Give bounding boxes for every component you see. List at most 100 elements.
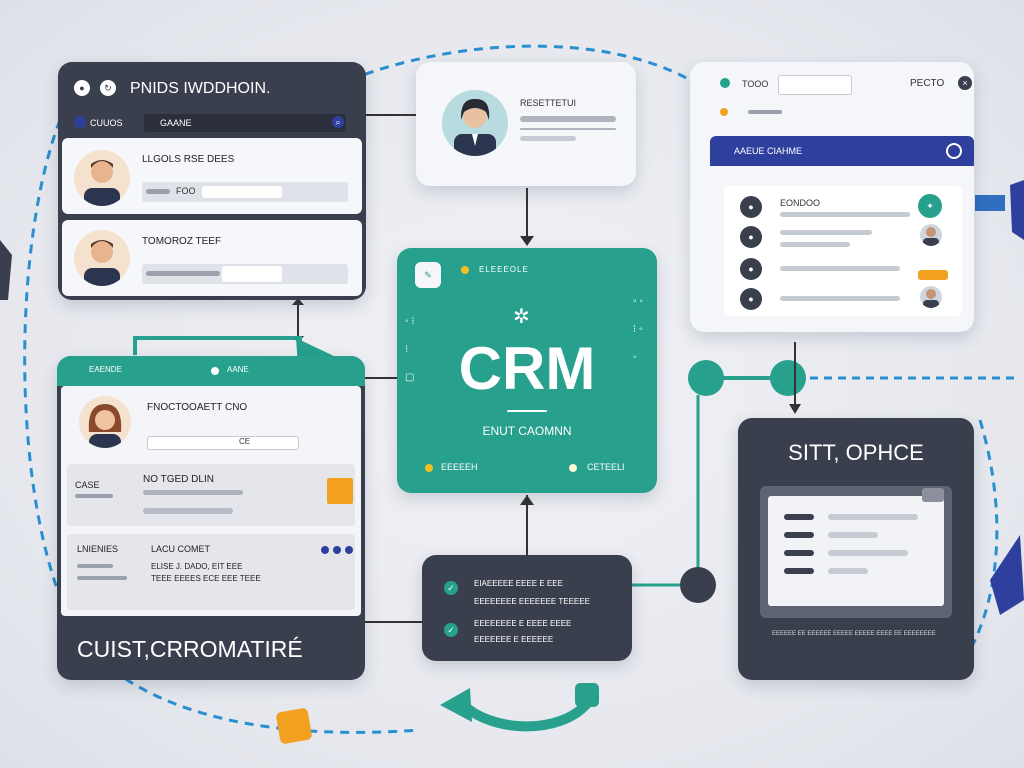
activity-line: EIAEEEEE EEEE E EEE — [474, 579, 563, 588]
hub-sparkle-icon: ✲ — [513, 306, 530, 328]
customer-row-line: TEEE EEEES ECE EEE TEEE — [151, 574, 261, 583]
tab-cuuos[interactable]: CUUOS — [90, 118, 123, 128]
settings-tag — [918, 270, 948, 280]
sales-tag — [922, 488, 944, 502]
clock-icon[interactable] — [946, 143, 962, 159]
customer-row[interactable]: LNIENIES LACU COMET ELISE J. DADO, EIT E… — [67, 534, 355, 610]
customer-row[interactable]: CASE NO TGED DLIN — [67, 464, 355, 526]
search-icon[interactable]: ⌕ — [332, 116, 344, 128]
customer-row-line: ELISE J. DADO, EIT EEE — [151, 562, 243, 571]
customer-tab-right[interactable]: AANE — [227, 365, 249, 374]
field-line — [146, 189, 170, 194]
teal-check-icon: ✓ — [444, 581, 458, 595]
contact-row[interactable]: TOMOROZ TEEF — [62, 220, 362, 296]
hub-title: CRM — [458, 335, 596, 402]
sales-caption: EEEEEE EE EEEEEE EEEEE EEEEE EEEE EE EEE… — [772, 631, 936, 637]
list-icon[interactable]: ● — [740, 226, 762, 248]
settings-list: ● EONDOO ✦ ● ● ● — [724, 186, 962, 316]
customer-line — [75, 494, 113, 498]
avatar — [920, 286, 942, 308]
hub-side-icons-right: ▫ ◦ ⁝ ◦ ◦ — [633, 296, 643, 363]
sales-line — [784, 550, 814, 556]
field-line — [202, 186, 282, 198]
contact-name: LLGOLS RSE DEES — [142, 154, 235, 165]
settings-line — [780, 296, 900, 301]
customer-line — [77, 576, 127, 580]
settings-label-left: TOOO — [742, 79, 769, 89]
contact-row[interactable]: LLGOLS RSE DEES FOO — [62, 138, 362, 214]
sales-screen-inner — [768, 496, 944, 606]
dot-icon — [425, 464, 433, 472]
profile-card[interactable]: RESETTETUI — [416, 62, 636, 186]
menu-icon[interactable]: ● — [74, 80, 90, 96]
teal-badge-icon[interactable]: ✦ — [918, 194, 942, 218]
profile-line — [520, 136, 576, 141]
avatar — [920, 224, 942, 246]
activity-line: EEEEEEEE E EEEE EEEE — [474, 619, 572, 628]
dot-icon — [720, 78, 730, 88]
customer-tab-left[interactable]: EAENDE — [89, 365, 122, 374]
dot-icon — [321, 546, 329, 554]
settings-label-right: PECTO — [910, 78, 945, 89]
hub-side-icons-left: ◦ ⁝ ⁝ ▢ — [405, 316, 415, 383]
list-icon[interactable]: ● — [740, 196, 762, 218]
dot-icon — [333, 546, 341, 554]
activity-line: EEEEEEE E EEEEEE — [474, 635, 554, 644]
contacts-title: PNIDS IWDDHOIN. — [130, 80, 271, 97]
hub-bottom-left: EEEEEH — [441, 462, 478, 472]
sales-title: SITT, OPHCE — [788, 440, 924, 465]
customer-row-label: CASE — [75, 480, 100, 490]
activity-line: EEEEEEEE EEEEEEE TEEEEE — [474, 597, 590, 606]
customer-line — [143, 490, 243, 495]
settings-input[interactable] — [778, 75, 852, 95]
avatar — [74, 150, 130, 206]
customer-row-label: LNIENIES — [77, 544, 119, 554]
sales-line — [784, 514, 814, 520]
settings-line — [780, 242, 850, 247]
customer-field-btn[interactable]: CE — [239, 437, 251, 446]
profile-name: RESETTETUI — [520, 98, 577, 108]
teal-check-icon: ✓ — [444, 623, 458, 637]
contacts-panel: ● ↻ PNIDS IWDDHOIN. CUUOS GAANE ⌕ LLGOLS… — [58, 62, 366, 300]
customer-footer-title: CUIST,CRROMATIRÉ — [77, 636, 303, 662]
settings-line — [780, 230, 872, 235]
crm-hub[interactable]: ✎ ELEEEOLE ✲ CRM ENUT CAOMNN EEEEEH CETE… — [397, 248, 657, 493]
avatar — [442, 90, 508, 156]
customer-name: FNOCTOOAETT CNO — [147, 402, 248, 413]
settings-band-title: AAEUE CIAHME — [734, 146, 803, 156]
list-icon[interactable]: ● — [740, 288, 762, 310]
refresh-icon[interactable]: ↻ — [100, 80, 116, 96]
tab-gaane[interactable]: GAANE — [160, 118, 192, 128]
hub-bottom-right: CETEELI — [587, 462, 625, 472]
hub-rule — [507, 410, 547, 412]
field-line — [146, 271, 220, 276]
hub-top-label: ELEEEOLE — [479, 265, 529, 274]
shield-icon — [74, 116, 86, 128]
dot-icon — [461, 266, 469, 274]
field-line — [222, 266, 282, 282]
settings-panel: TOOO PECTO × AAEUE CIAHME ● EONDOO ✦ ● ●… — [690, 62, 974, 332]
close-icon[interactable]: × — [958, 76, 972, 90]
avatar — [74, 230, 130, 286]
settings-line — [780, 266, 900, 271]
status-tag — [327, 478, 353, 504]
sales-line — [828, 568, 868, 574]
hub-logo-icon: ✎ — [415, 262, 441, 288]
contact-name: TOMOROZ TEEF — [142, 236, 222, 247]
field-value: FOO — [176, 186, 196, 196]
activity-card[interactable]: ✓ EIAEEEEE EEEE E EEE EEEEEEEE EEEEEEE T… — [422, 555, 632, 661]
settings-line — [748, 110, 782, 114]
profile-line — [520, 116, 616, 122]
customer-row-value: NO TGED DLIN — [143, 474, 214, 485]
list-icon[interactable]: ● — [740, 258, 762, 280]
avatar — [79, 396, 131, 448]
sales-screen[interactable] — [760, 486, 952, 618]
customer-body: FNOCTOOAETT CNO CE CASE NO TGED DLIN LNI… — [61, 386, 361, 616]
hub-subtitle: ENUT CAOMNN — [482, 424, 572, 438]
sales-line — [784, 532, 814, 538]
customer-card: EAENDE AANE FNOCTOOAETT CNO CE CASE NO T… — [57, 356, 365, 680]
customer-field[interactable] — [147, 436, 299, 450]
sales-panel: SITT, OPHCE EEEEEE EE EEEEEE EEEEE EEEEE… — [738, 418, 974, 680]
